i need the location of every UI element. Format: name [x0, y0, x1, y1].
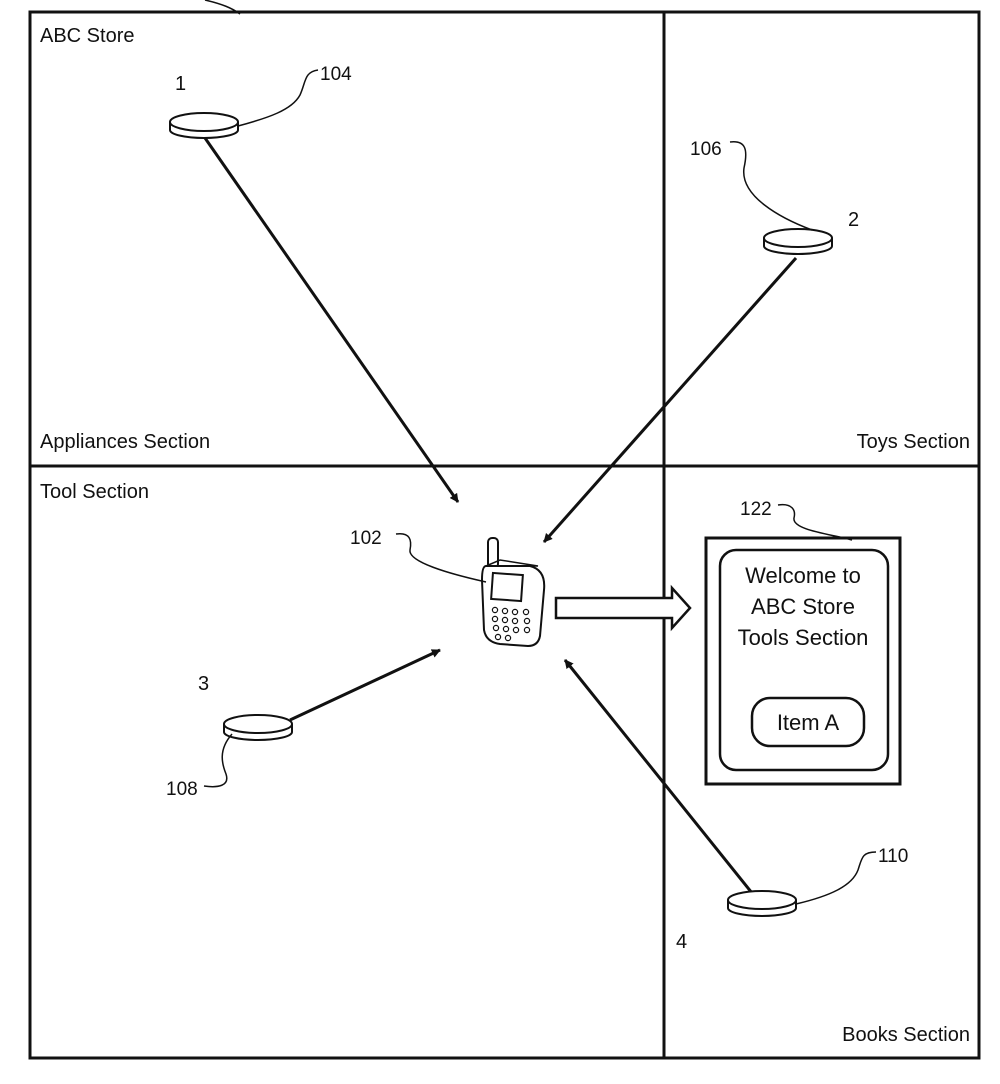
beacon-3-ref: 108: [166, 779, 198, 800]
transmit-block-arrow: [554, 584, 692, 632]
beacon-1-ref: 104: [320, 64, 352, 85]
mobile-phone-icon: [480, 537, 546, 648]
tool-section-label: Tool Section: [40, 481, 149, 503]
item-a-button[interactable]: Item A: [750, 696, 866, 748]
beacon-2-ref: 106: [690, 139, 722, 160]
beacon-3: [223, 714, 293, 741]
beacon-4: [727, 890, 797, 917]
signal-arrow-beacon-4: [563, 659, 754, 894]
beacon-2-leader: [729, 141, 813, 231]
beacon-3-leader: [203, 733, 233, 788]
toys-section-label: Toys Section: [857, 431, 970, 453]
welcome-line-2: ABC Store: [751, 594, 855, 619]
mobile-device-leader: [395, 532, 487, 583]
welcome-line-3: Tools Section: [738, 625, 869, 650]
display-screen-leader: [777, 503, 853, 541]
beacon-2: [763, 228, 833, 255]
beacon-4-ref: 110: [878, 846, 908, 867]
beacon-1-number: 1: [175, 73, 186, 95]
store-outline: [28, 10, 981, 1060]
item-a-button-label: Item A: [777, 710, 840, 735]
display-screen-ref: 122: [740, 499, 772, 520]
beacon-1: [169, 112, 239, 139]
store-name: ABC Store: [40, 25, 134, 47]
welcome-line-1: Welcome to: [745, 563, 861, 588]
beacon-2-number: 2: [848, 209, 859, 231]
beacon-1-leader: [237, 69, 319, 127]
beacon-4-number: 4: [676, 931, 687, 953]
beacon-3-number: 3: [198, 673, 209, 695]
appliances-section-label: Appliances Section: [40, 431, 210, 453]
signal-arrow-beacon-3: [289, 648, 441, 722]
signal-arrow-beacon-1: [203, 137, 460, 503]
beacon-4-leader: [795, 851, 877, 905]
signal-arrow-beacon-2: [542, 257, 798, 543]
books-section-label: Books Section: [842, 1024, 970, 1046]
mobile-device-ref: 102: [350, 528, 382, 549]
